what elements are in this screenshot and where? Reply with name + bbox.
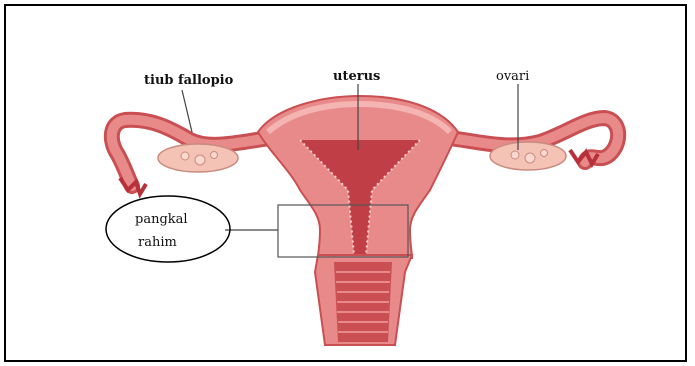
cervix-label-line1: pangkal [135,212,188,227]
fallopian-tube-label: tiub fallopio [144,73,234,88]
left-ovary [158,144,238,172]
uterus-label: uterus [333,69,380,84]
cervix-callout-ellipse [106,196,230,262]
cervix-label-line2: rahim [138,235,177,250]
tube-leader-line [182,90,192,132]
right-ovary [490,142,566,170]
ovary-label: ovari [496,69,529,84]
cervix-vagina [315,255,412,345]
